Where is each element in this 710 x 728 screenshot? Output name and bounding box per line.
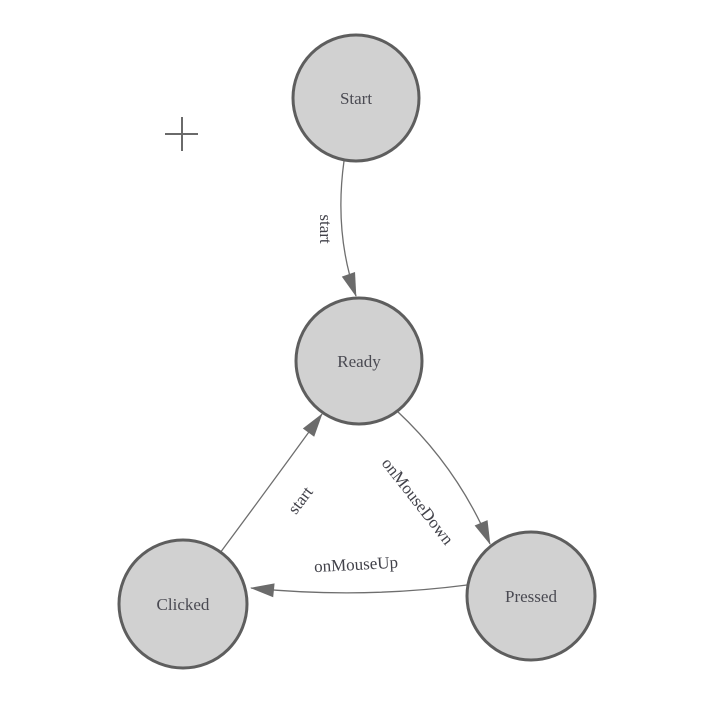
state-label-ready: Ready: [337, 352, 381, 371]
state-circle-pressed[interactable]: [465, 530, 597, 662]
transition-label-pressed-to-clicked: onMouseUp: [314, 553, 399, 576]
transition-label-ready-to-pressed: onMouseDown: [378, 454, 458, 549]
state-circle-clicked[interactable]: [117, 538, 249, 670]
crosshair-icon: [165, 117, 198, 151]
transition-path-ready-to-pressed[interactable]: [396, 410, 491, 545]
state-label-clicked: Clicked: [157, 595, 210, 614]
state-label-start: Start: [340, 89, 372, 108]
transition-path-pressed-to-clicked[interactable]: [250, 583, 468, 598]
state-node-clicked[interactable]: Clicked: [117, 538, 249, 670]
state-node-start[interactable]: Start: [291, 33, 421, 163]
state-node-ready[interactable]: Ready: [294, 296, 424, 426]
transition-label-clicked-to-ready: start: [284, 483, 317, 518]
transition-label-start-to-ready: start: [316, 214, 335, 244]
state-circle-ready[interactable]: [294, 296, 424, 426]
state-node-pressed[interactable]: Pressed: [465, 530, 597, 662]
transition-path-start-to-ready[interactable]: [340, 160, 357, 297]
state-label-pressed: Pressed: [505, 587, 557, 606]
state-circle-start[interactable]: [291, 33, 421, 163]
transition-path-clicked-to-ready[interactable]: [219, 413, 323, 554]
